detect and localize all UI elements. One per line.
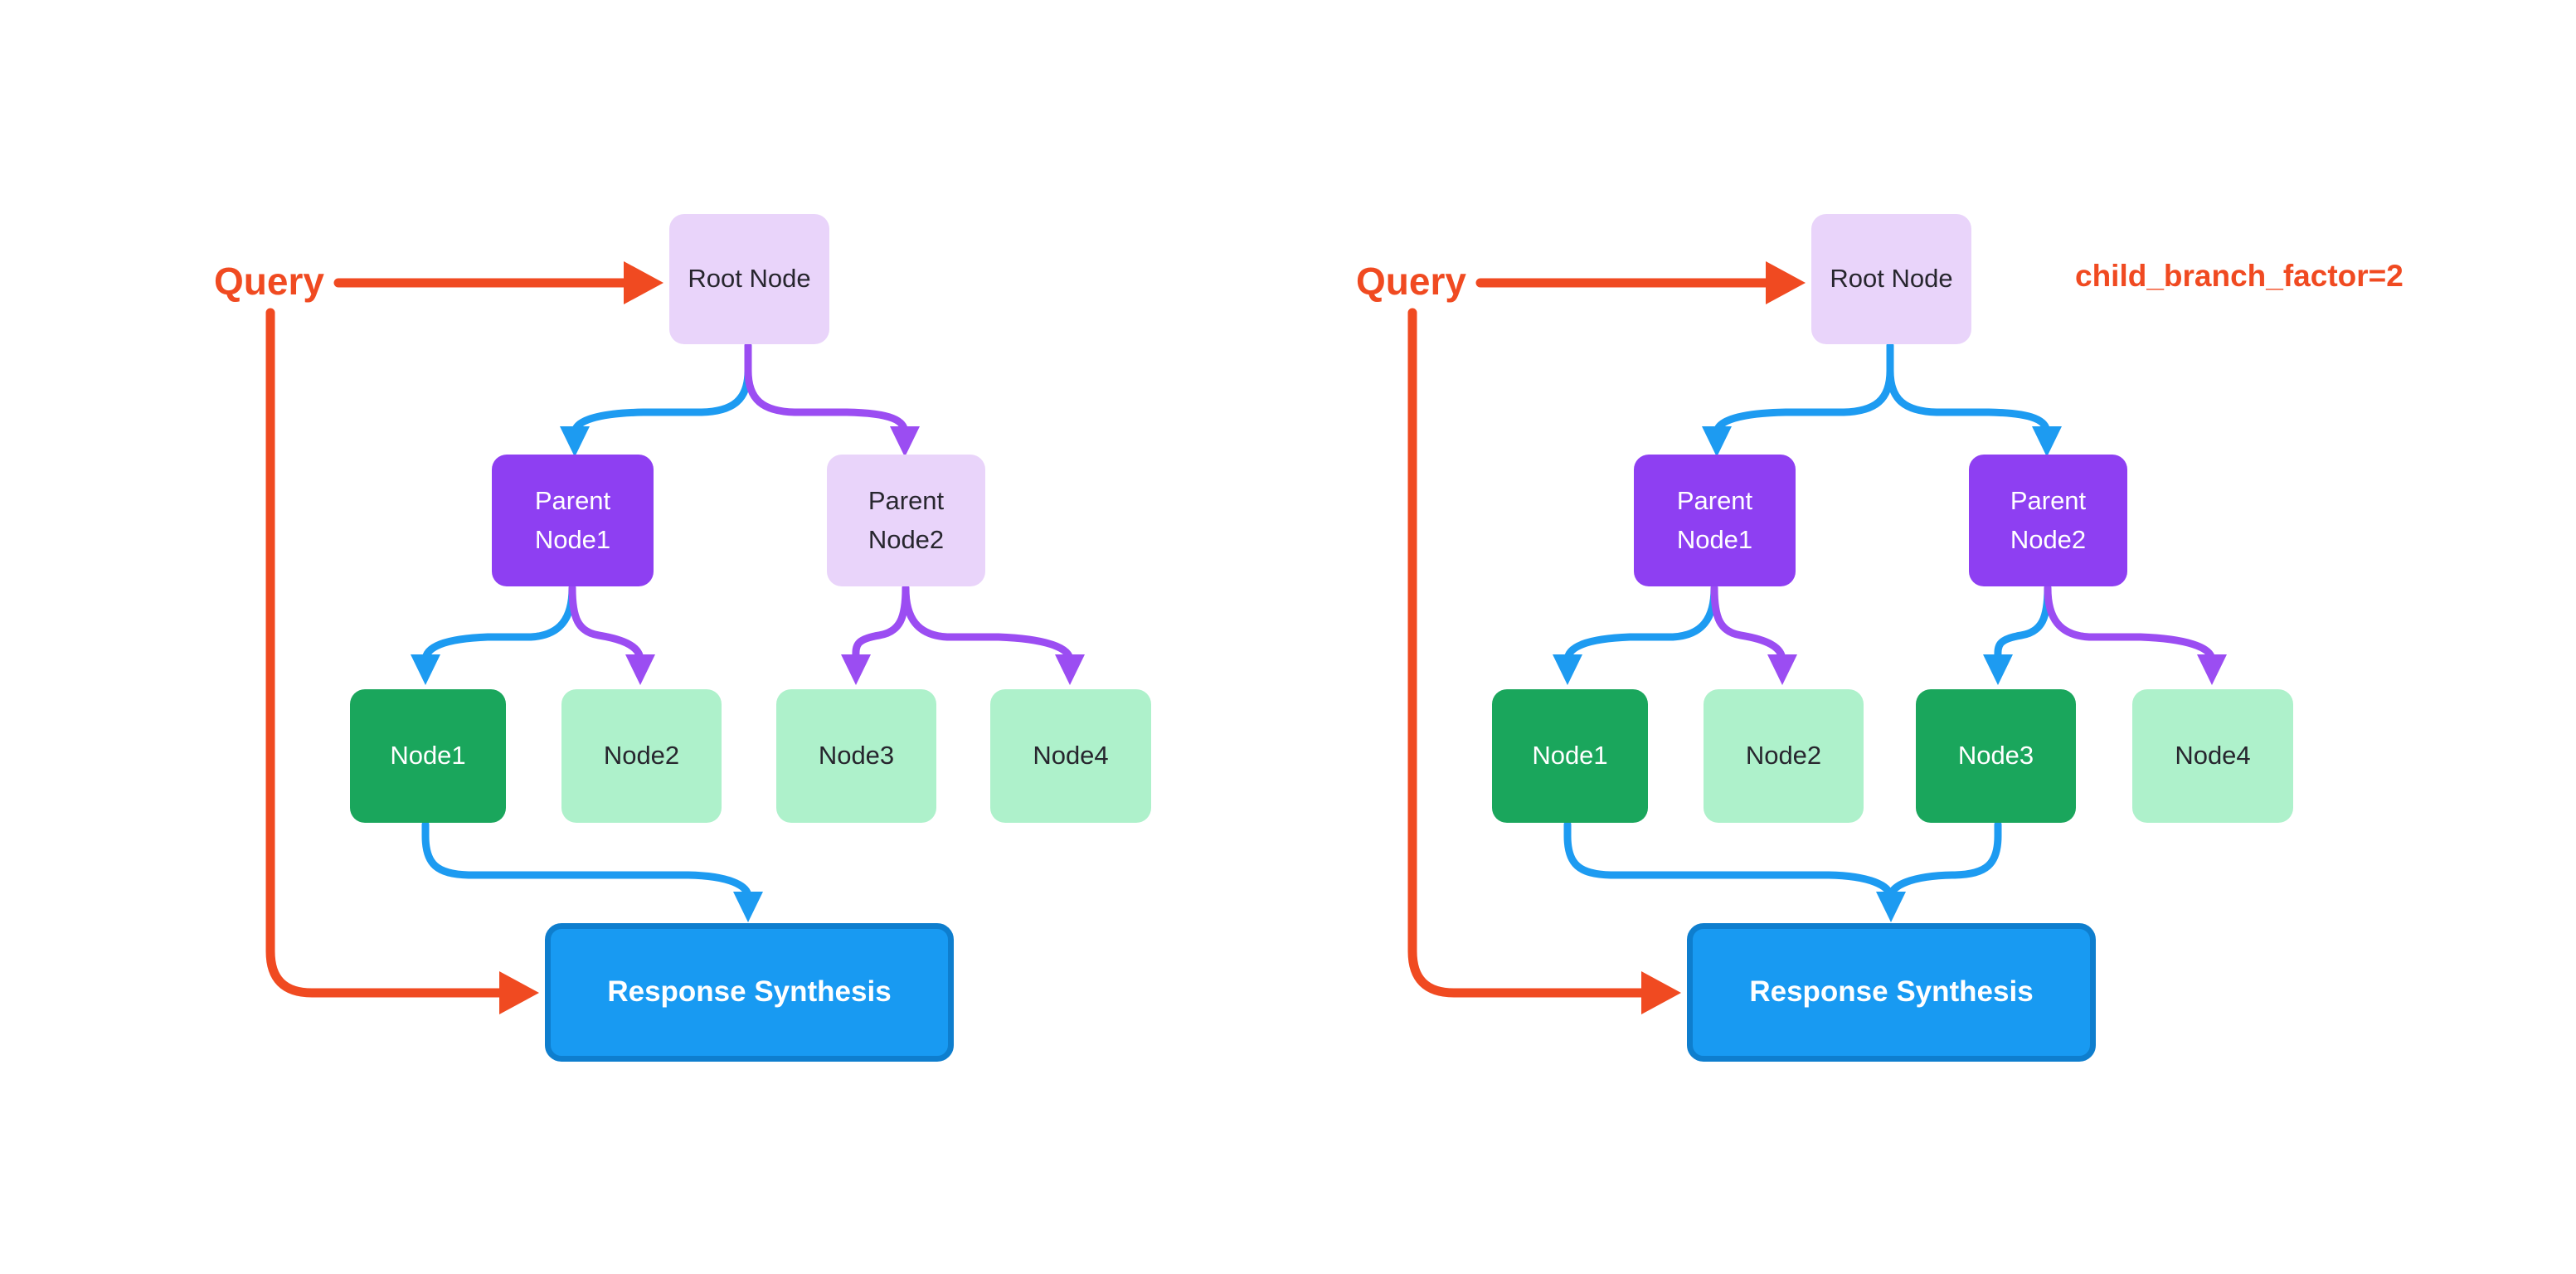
arrow-query-to-root-left	[333, 261, 663, 304]
arrowhead-parent1-node2-right	[1767, 654, 1797, 685]
leaf-node3-right: Node3	[1916, 689, 2076, 823]
query-label-left: Query	[214, 260, 324, 303]
leaf-node2-right: Node2	[1704, 689, 1864, 823]
leaf-node4-right: Node4	[2132, 689, 2293, 823]
arrowhead-root-parent2-right	[2032, 426, 2062, 457]
parent-node2-right: Parent Node2	[1969, 455, 2127, 586]
arrow-parent1-to-node1-left	[411, 584, 576, 685]
arrow-parent2-to-node4-right	[2044, 584, 2227, 685]
response-synthesis-right: Response Synthesis	[1687, 923, 2096, 1062]
leaf-node2-left: Node2	[561, 689, 722, 823]
arrow-nodes-to-synthesis-right	[1563, 820, 2002, 922]
arrow-query-to-synthesis-right	[1407, 308, 1681, 1014]
response-synthesis-left: Response Synthesis	[545, 923, 954, 1062]
arrow-query-to-synthesis-left	[265, 308, 539, 1014]
arrowhead-parent1-node1-right	[1553, 654, 1582, 685]
parent-node1-right: Parent Node1	[1634, 455, 1796, 586]
arrow-parent1-to-node2-right	[1710, 584, 1797, 685]
arrowhead-query-synthesis-right	[1641, 971, 1681, 1014]
leaf-node1-right: Node1	[1492, 689, 1648, 823]
arrowhead-parent2-node3-right	[1983, 654, 2013, 685]
arrowhead-parent2-node4-right	[2197, 654, 2227, 685]
arrowhead-root-parent2-left	[890, 426, 920, 457]
arrow-root-to-parent2-left	[744, 342, 920, 457]
arrowhead-query-root-left	[624, 261, 663, 304]
arrowhead-root-parent1-left	[560, 426, 590, 457]
arrowhead-parent1-node2-left	[625, 654, 655, 685]
arrowhead-parent1-node1-left	[411, 654, 440, 685]
arrow-parent2-to-node3-right	[1983, 584, 2052, 685]
arrow-parent2-to-node3-left	[841, 584, 910, 685]
arrow-query-to-root-right	[1475, 261, 1806, 304]
root-node-right: Root Node	[1811, 214, 1971, 344]
parent-node2-left: Parent Node2	[827, 455, 985, 586]
leaf-node4-left: Node4	[990, 689, 1151, 823]
arrow-node1-to-synthesis-left	[421, 820, 763, 922]
arrow-parent1-to-node1-right	[1553, 584, 1718, 685]
arrow-root-to-parent1-right	[1702, 342, 1894, 457]
leaf-node1-left: Node1	[350, 689, 506, 823]
arrowhead-nodes-synthesis-right	[1876, 892, 1906, 922]
query-label-right: Query	[1356, 260, 1466, 303]
child-branch-factor-annotation: child_branch_factor=2	[2075, 259, 2403, 293]
arrowhead-parent2-node3-left	[841, 654, 871, 685]
arrow-root-to-parent1-left	[560, 342, 752, 457]
arrowhead-query-root-right	[1766, 261, 1806, 304]
arrowhead-query-synthesis-left	[499, 971, 539, 1014]
arrow-parent1-to-node2-left	[568, 584, 655, 685]
arrow-root-to-parent2-right	[1886, 342, 2062, 457]
arrow-parent2-to-node4-left	[902, 584, 1085, 685]
leaf-node3-left: Node3	[776, 689, 936, 823]
arrowhead-parent2-node4-left	[1055, 654, 1085, 685]
arrowhead-root-parent1-right	[1702, 426, 1732, 457]
root-node-left: Root Node	[669, 214, 829, 344]
parent-node1-left: Parent Node1	[492, 455, 654, 586]
arrowhead-node1-synthesis-left	[733, 892, 763, 922]
